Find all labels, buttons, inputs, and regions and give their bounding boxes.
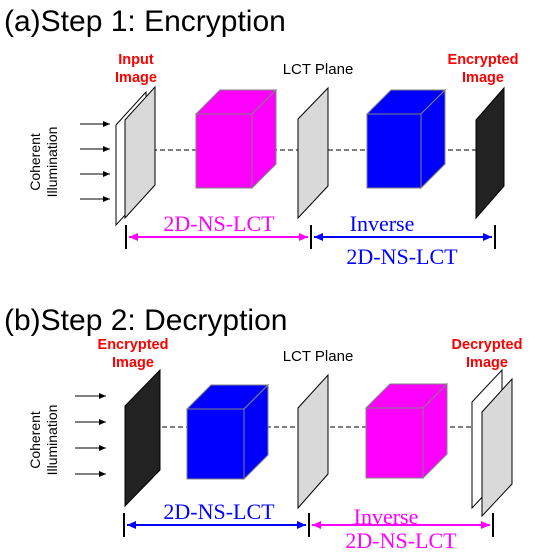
decrypted-image-label-line2: Image [466, 355, 508, 371]
lct-cube-blue [365, 88, 447, 190]
illumination-label-line1: Coherent [27, 411, 43, 469]
panel-title: (a)Step 1: Encryption [4, 5, 286, 38]
lct-plane-label: LCT Plane [283, 348, 354, 365]
lct-plane-plate [297, 86, 329, 220]
panel-decryption: (b)Step 2: Decryption Encrypted Image LC… [4, 304, 522, 552]
illumination-arrows [75, 393, 106, 477]
illumination-label-line1: Coherent [27, 133, 43, 191]
lct-plane-plate [297, 373, 329, 510]
lct-cube-magenta [194, 88, 278, 190]
encrypted-image-label-line1: Encrypted [98, 337, 169, 353]
lct-cube-magenta [364, 382, 449, 480]
inverse-transform-label-line1: Inverse [350, 211, 415, 236]
panel-encryption: (a)Step 1: Encryption Input Image LCT Pl… [4, 5, 518, 269]
illumination-label-line2: Illumination [44, 405, 60, 476]
input-image-plate [124, 85, 156, 220]
forward-transform-label: 2D-NS-LCT [163, 499, 275, 524]
inverse-transform-label-line2: 2D-NS-LCT [345, 528, 457, 552]
encrypted-image-label-line1: Encrypted [448, 52, 519, 68]
illumination-arrows [80, 121, 110, 202]
encrypted-image-plate [475, 86, 505, 220]
encrypted-image-label-line2: Image [112, 355, 154, 371]
encrypted-image-plate [124, 368, 161, 508]
panel-title: (b)Step 2: Decryption [4, 304, 287, 337]
inverse-transform-label-line2: 2D-NS-LCT [346, 244, 458, 269]
illumination-label-line2: Illumination [44, 127, 60, 198]
lct-cube-blue [185, 383, 270, 481]
decrypted-image-label-line1: Decrypted [452, 337, 523, 353]
input-image-label-line2: Image [115, 70, 157, 86]
decrypted-image-plate [481, 377, 513, 518]
input-image-label-line1: Input [118, 52, 154, 68]
encrypted-image-label-line2: Image [462, 70, 504, 86]
lct-plane-label: LCT Plane [283, 61, 354, 78]
forward-transform-label: 2D-NS-LCT [163, 211, 275, 236]
inverse-transform-label-line1: Inverse [354, 504, 419, 529]
